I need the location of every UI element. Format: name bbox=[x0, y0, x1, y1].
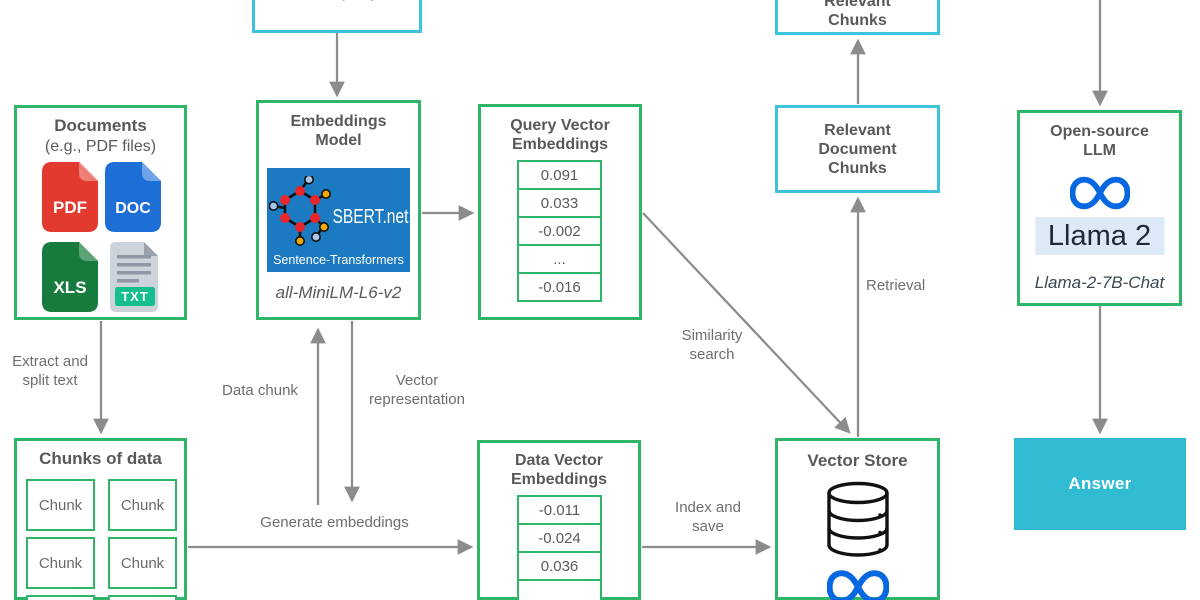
documents-title: Documents bbox=[54, 116, 147, 135]
edge-label-similarity-search: Similarity search bbox=[681, 327, 743, 363]
embeddings-model-box: Embeddings Model bbox=[256, 100, 421, 320]
answer-box: Answer bbox=[1014, 438, 1186, 530]
chunks-of-data-box: Chunks of data Chunk Chunk Chunk Chunk bbox=[14, 438, 187, 600]
data-vector-embeddings-box: Data Vector Embeddings -0.011 -0.024 0.0… bbox=[477, 440, 641, 600]
arrow-similarity-search bbox=[642, 212, 851, 434]
sbert-logo-subtitle: Sentence-Transformers bbox=[273, 253, 404, 267]
vector-store-box: Vector Store bbox=[775, 438, 940, 600]
svg-text:DOC: DOC bbox=[115, 200, 151, 217]
relevant-chunks-title: Relevant Chunks bbox=[824, 0, 891, 29]
chunk-cell: Chunk bbox=[108, 537, 177, 589]
edge-label-data-chunk: Data chunk bbox=[222, 382, 298, 399]
data-vector-embeddings-title: Data Vector Embeddings bbox=[510, 452, 607, 488]
relevant-document-chunks-box: Relevant Document Chunks bbox=[775, 105, 940, 193]
vector-cell: 0.033 bbox=[517, 188, 602, 218]
query-vector-embeddings-title: Query Vector Embeddings bbox=[510, 117, 610, 153]
edge-label-generate-embeddings: Generate embeddings bbox=[260, 514, 409, 531]
chunks-of-data-title: Chunks of data bbox=[39, 449, 162, 468]
vector-cell: 0.036 bbox=[517, 551, 602, 581]
user-query-label: User query bbox=[252, 0, 422, 4]
chunk-cell bbox=[26, 595, 95, 600]
meta-logo-icon bbox=[826, 570, 889, 600]
user-query-box bbox=[252, 0, 422, 33]
vector-store-title: Vector Store bbox=[807, 451, 908, 470]
open-source-llm-box: Open-source LLM Llama 2 Llama-2-7B-Chat bbox=[1017, 110, 1182, 306]
sbert-logo-text: SBERT.net bbox=[331, 206, 408, 228]
xls-file-icon: XLS bbox=[42, 242, 98, 312]
chunk-cell bbox=[108, 595, 177, 600]
sbert-logo: SBERT.net Sentence-Transformers bbox=[267, 168, 410, 272]
llama2-wordmark: Llama 2 bbox=[1034, 217, 1165, 255]
sbert-molecule-icon bbox=[269, 176, 331, 246]
vector-cell: 0.091 bbox=[517, 160, 602, 190]
database-icon bbox=[826, 481, 889, 557]
doc-file-icon: DOC bbox=[105, 162, 161, 232]
chunk-cell: Chunk bbox=[26, 537, 95, 589]
embeddings-model-title: Embeddings Model bbox=[290, 113, 387, 149]
chunk-cell: Chunk bbox=[108, 479, 177, 531]
chunk-cell: Chunk bbox=[26, 479, 95, 531]
txt-file-icon: TXT bbox=[110, 242, 158, 312]
relevant-chunks-box: Relevant Chunks bbox=[775, 0, 940, 35]
pdf-file-icon: PDF bbox=[42, 162, 98, 232]
query-vector-embeddings-box: Query Vector Embeddings 0.091 0.033 -0.0… bbox=[478, 104, 642, 320]
vector-cell bbox=[517, 579, 602, 600]
edge-label-retrieval: Retrieval bbox=[866, 277, 926, 294]
svg-text:TXT: TXT bbox=[121, 289, 149, 304]
meta-logo-icon bbox=[1069, 176, 1130, 210]
vector-cell: -0.024 bbox=[517, 523, 602, 553]
edge-label-vector-representation: Vector representation bbox=[369, 372, 465, 408]
query-vector-column: 0.091 0.033 -0.002 ... -0.016 bbox=[517, 160, 602, 302]
embeddings-model-name: all-MiniLM-L6-v2 bbox=[275, 283, 402, 302]
vector-cell: ... bbox=[517, 244, 602, 274]
svg-text:PDF: PDF bbox=[53, 198, 87, 217]
edge-label-extract-split: Extract and split text bbox=[12, 353, 88, 389]
documents-subtitle: (e.g., PDF files) bbox=[44, 138, 157, 155]
relevant-document-chunks-title: Relevant Document Chunks bbox=[818, 121, 897, 177]
open-source-llm-title: Open-source LLM bbox=[1050, 123, 1149, 159]
vector-cell: -0.016 bbox=[517, 272, 602, 302]
data-vector-column: -0.011 -0.024 0.036 bbox=[517, 495, 602, 600]
svg-text:XLS: XLS bbox=[53, 278, 86, 297]
vector-cell: -0.011 bbox=[517, 495, 602, 525]
answer-label: Answer bbox=[1068, 474, 1132, 493]
edge-label-index-and-save: Index and save bbox=[675, 499, 741, 535]
llm-model-name: Llama-2-7B-Chat bbox=[1034, 273, 1165, 292]
vector-cell: -0.002 bbox=[517, 216, 602, 246]
documents-box: Documents (e.g., PDF files) PDF DOC XLS … bbox=[14, 105, 187, 320]
